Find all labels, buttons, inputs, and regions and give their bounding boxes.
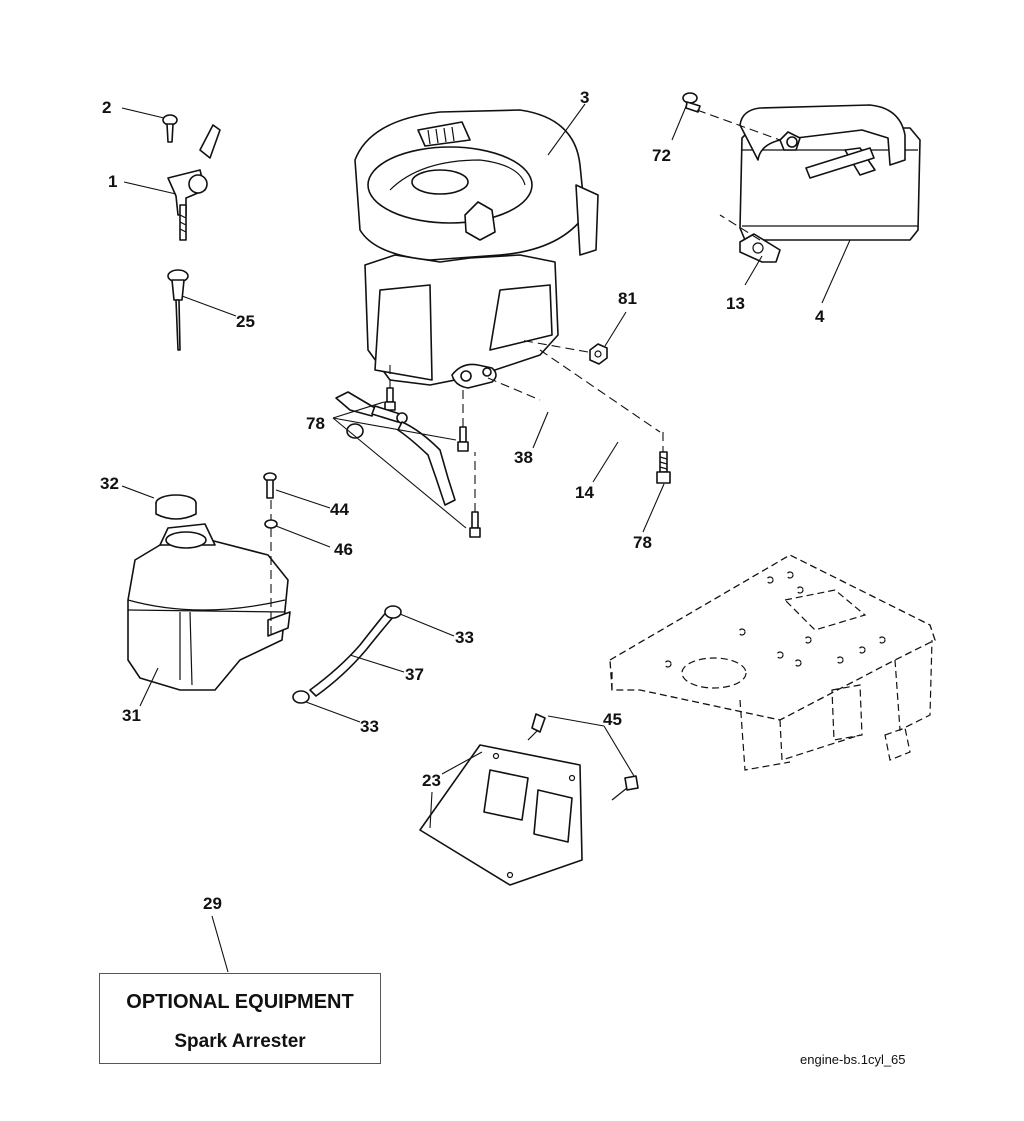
fuel-cap — [155, 494, 197, 520]
fuel-hose — [397, 421, 456, 506]
fuel-filter — [335, 391, 408, 439]
gasket — [739, 233, 781, 263]
callout-25: 25 — [236, 312, 255, 331]
bolt — [527, 713, 546, 741]
bolt — [656, 451, 671, 484]
callout-33b: 33 — [360, 717, 379, 736]
leader-lines — [121, 103, 851, 973]
callout-37: 37 — [405, 665, 424, 684]
optional-equipment-box: OPTIONAL EQUIPMENT Spark Arrester — [99, 973, 381, 1064]
callout-29: 29 — [203, 894, 222, 913]
callout-1: 1 — [108, 172, 117, 191]
callout-38: 38 — [514, 448, 533, 467]
callout-31: 31 — [122, 706, 141, 725]
callout-13: 13 — [726, 294, 745, 313]
washer — [264, 519, 278, 529]
bolt — [263, 472, 277, 499]
callout-81: 81 — [618, 289, 637, 308]
callout-labels: 1 2 3 4 13 14 23 25 29 31 32 33 33 37 38… — [100, 88, 825, 913]
engine-plate — [419, 744, 583, 886]
callout-78b: 78 — [633, 533, 652, 552]
chassis-frame — [609, 554, 936, 771]
callout-2: 2 — [102, 98, 111, 117]
muffler — [739, 104, 921, 241]
bolt — [611, 775, 639, 801]
callout-3: 3 — [580, 88, 589, 107]
bolt — [384, 387, 396, 411]
bolt — [682, 92, 701, 113]
fuel-line — [309, 609, 395, 697]
screw — [162, 114, 178, 143]
callout-14: 14 — [575, 483, 594, 502]
hose-clamp — [384, 605, 402, 619]
callout-72: 72 — [652, 146, 671, 165]
figure-id: engine-bs.1cyl_65 — [800, 1052, 906, 1067]
optional-equipment-title: OPTIONAL EQUIPMENT — [126, 991, 354, 1013]
bolt — [457, 426, 469, 452]
hose-clamp — [292, 690, 310, 704]
throttle-control — [167, 124, 221, 241]
callout-4: 4 — [815, 307, 825, 326]
callout-32: 32 — [100, 474, 119, 493]
optional-equipment-item: Spark Arrester — [174, 1031, 306, 1052]
callout-46: 46 — [334, 540, 353, 559]
callout-33a: 33 — [455, 628, 474, 647]
dipstick — [167, 269, 189, 351]
engine — [354, 109, 599, 389]
nut — [589, 343, 608, 365]
callout-23: 23 — [422, 771, 441, 790]
fuel-tank — [127, 523, 291, 691]
callout-78a: 78 — [306, 414, 325, 433]
bolt — [469, 511, 481, 538]
callout-44: 44 — [330, 500, 349, 519]
callout-45: 45 — [603, 710, 622, 729]
